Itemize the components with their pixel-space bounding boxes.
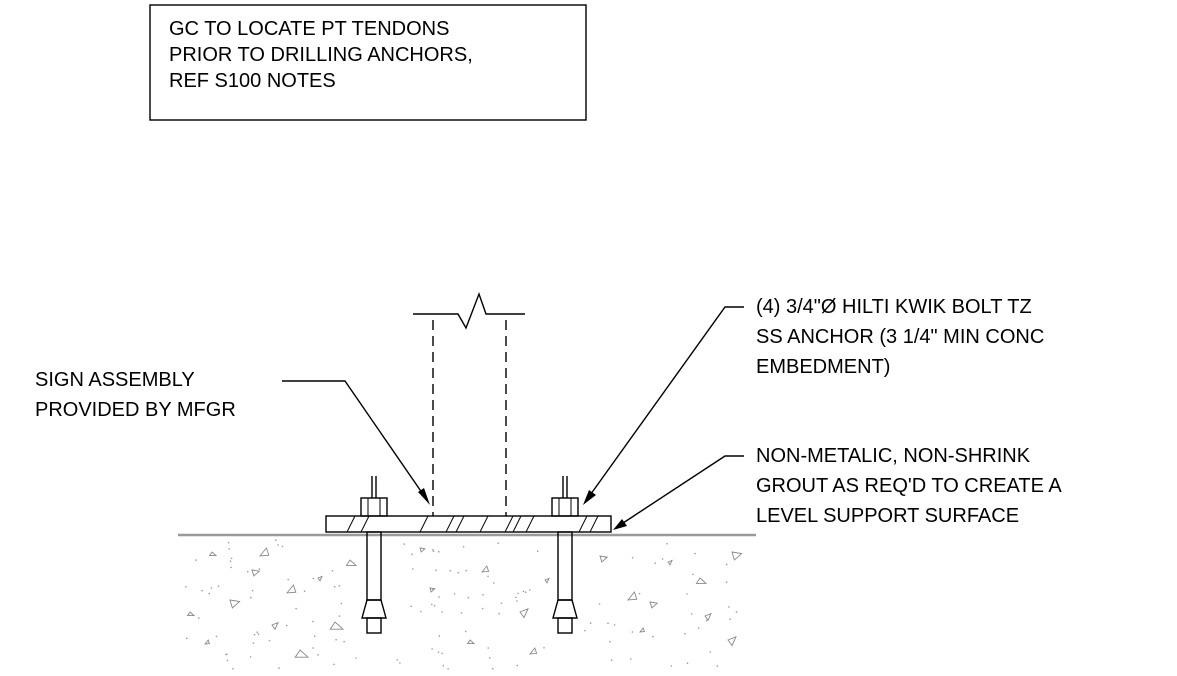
grout-pad-outline [325,515,612,533]
anchor-line-3: EMBEDMENT) [756,356,890,378]
anchor-arrowhead [583,490,596,505]
post-break-line [413,291,525,330]
sign-assembly-leader [282,380,428,501]
note-line-3: REF S100 NOTES [169,70,336,92]
hex-nut-right [551,497,579,517]
anchor-shank-right [557,531,573,601]
callout-grout: NON-METALIC, NON-SHRINK GROUT AS REQ'D T… [613,445,1062,530]
anchor-line-2: SS ANCHOR (3 1/4" MIN CONC [756,326,1044,348]
sign-assembly-arrowhead [418,488,430,505]
anchor-bolt-right [551,476,579,634]
anchor-wedge-right [552,599,578,619]
sign-assembly-line-2: PROVIDED BY MFGR [35,399,236,421]
anchor-line-1: (4) 3/4"Ø HILTI KWIK BOLT TZ [756,296,1032,318]
note-box: GC TO LOCATE PT TENDONS PRIOR TO DRILLIN… [149,4,587,121]
sign-assembly-line-1: SIGN ASSEMBLY [35,369,195,391]
note-box-frame [149,4,587,121]
grout-line-3: LEVEL SUPPORT SURFACE [756,505,1019,527]
concrete-slab [178,533,756,670]
grout-line-1: NON-METALIC, NON-SHRINK [756,445,1031,467]
grout-hatch [346,515,599,533]
anchor-shank-left [366,531,382,601]
callout-anchor: (4) 3/4"Ø HILTI KWIK BOLT TZ SS ANCHOR (… [583,296,1044,505]
anchor-leader [587,306,744,499]
anchor-bolt-left [360,476,388,634]
callout-sign-assembly: SIGN ASSEMBLY PROVIDED BY MFGR [35,369,430,505]
grout-leader [619,455,744,526]
grout-pad [325,515,612,533]
note-line-1: GC TO LOCATE PT TENDONS [169,18,449,40]
grout-arrowhead [613,519,627,530]
anchor-wedge-left [361,599,387,619]
note-line-2: PRIOR TO DRILLING ANCHORS, [169,44,473,66]
hex-nut-left [360,497,388,517]
sign-post [413,291,525,516]
grout-line-2: GROUT AS REQ'D TO CREATE A [756,475,1062,497]
concrete-aggregate [185,539,743,670]
